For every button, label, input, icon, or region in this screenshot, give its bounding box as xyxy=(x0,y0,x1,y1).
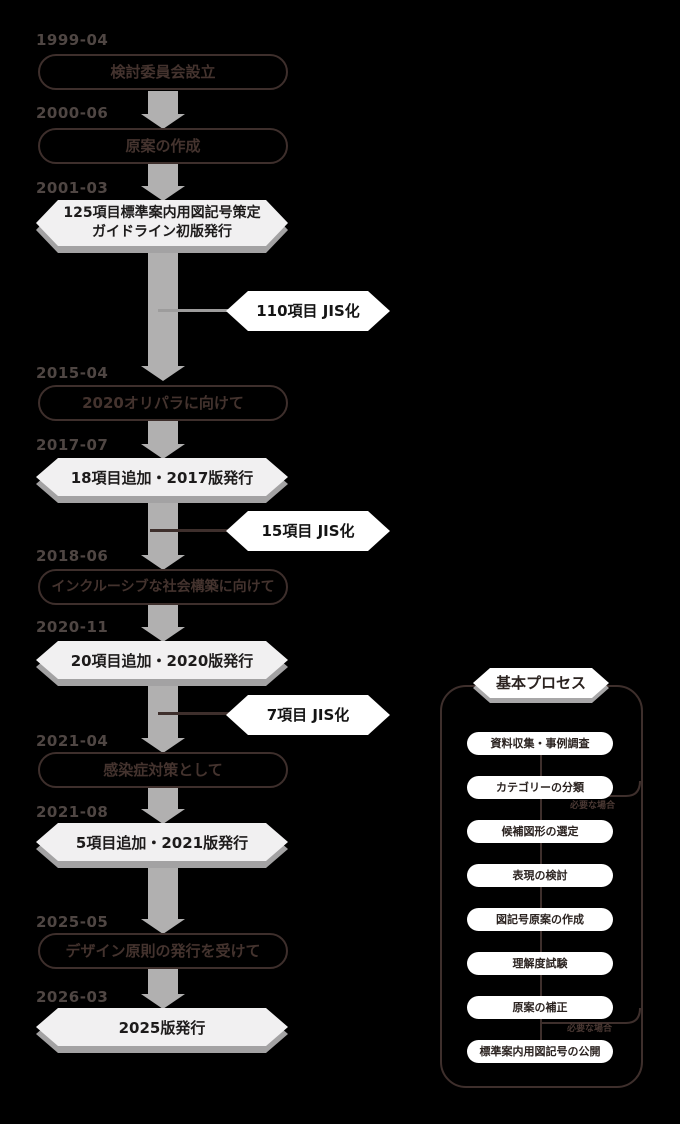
date-label: 2021-04 xyxy=(36,732,109,750)
flow-arrow xyxy=(141,421,185,459)
process-step: 理解度試験 xyxy=(467,952,613,975)
milestone-line: 5項目追加・2021版発行 xyxy=(75,833,249,852)
jis-branch-box: 110項目 JIS化 xyxy=(226,291,390,331)
flow-arrow xyxy=(141,500,185,570)
phase-box: 感染症対策として xyxy=(38,752,288,788)
milestone-box: 20項目追加・2020版発行 xyxy=(36,641,288,679)
milestone-line: 125項目標準案内用図記号策定 xyxy=(63,205,261,221)
date-label: 2000-06 xyxy=(36,104,109,122)
date-label: 2017-07 xyxy=(36,436,109,454)
process-step: カテゴリーの分類 xyxy=(467,776,613,799)
phase-box: 原案の作成 xyxy=(38,128,288,164)
loop-label: 必要な場合 xyxy=(570,801,616,811)
date-label: 2001-03 xyxy=(36,179,109,197)
process-step: 図記号原案の作成 xyxy=(467,908,613,931)
flow-arrow xyxy=(141,788,185,824)
flow-arrow xyxy=(141,605,185,642)
milestone-line: 18項目追加・2017版発行 xyxy=(70,468,254,487)
date-label: 2025-05 xyxy=(36,913,109,931)
step-connector-line xyxy=(540,740,542,1052)
jis-branch-box: 7項目 JIS化 xyxy=(226,695,390,735)
process-step: 標準案内用図記号の公開 xyxy=(467,1040,613,1063)
branch-connector xyxy=(158,712,230,715)
milestone-line: 20項目追加・2020版発行 xyxy=(70,651,254,670)
branch-connector xyxy=(150,529,230,532)
phase-box: インクルーシブな社会構築に向けて xyxy=(38,569,288,605)
phase-box: 2020オリパラに向けて xyxy=(38,385,288,421)
flow-arrow xyxy=(141,91,185,129)
date-label: 2026-03 xyxy=(36,988,109,1006)
process-step: 資料収集・事例調査 xyxy=(467,732,613,755)
date-label: 2020-11 xyxy=(36,618,109,636)
phase-box: 検討委員会設立 xyxy=(38,54,288,90)
date-label: 1999-04 xyxy=(36,31,109,49)
date-label: 2015-04 xyxy=(36,364,109,382)
branch-connector xyxy=(158,309,230,312)
milestone-box: 125項目標準案内用図記号策定 ガイドライン初版発行 xyxy=(36,200,288,246)
milestone-line: 2025版発行 xyxy=(118,1018,206,1037)
milestone-line: ガイドライン初版発行 xyxy=(92,224,232,240)
flow-arrow xyxy=(141,969,185,1009)
process-title-label: 基本プロセス xyxy=(495,674,586,692)
date-label: 2018-06 xyxy=(36,547,109,565)
phase-box: デザイン原則の発行を受けて xyxy=(38,933,288,969)
jis-branch-box: 15項目 JIS化 xyxy=(226,511,390,551)
flow-arrow xyxy=(141,246,185,381)
milestone-box: 5項目追加・2021版発行 xyxy=(36,823,288,861)
process-step: 原案の補正 xyxy=(467,996,613,1019)
flow-arrow xyxy=(141,684,185,753)
milestone-box: 18項目追加・2017版発行 xyxy=(36,458,288,496)
process-title: 基本プロセス xyxy=(473,668,609,698)
milestone-box: 2025版発行 xyxy=(36,1008,288,1046)
loop-label: 必要な場合 xyxy=(567,1024,613,1034)
process-step: 候補図形の選定 xyxy=(467,820,613,843)
loop-connector-line xyxy=(540,780,641,1024)
process-step: 表現の検討 xyxy=(467,864,613,887)
flow-arrow xyxy=(141,866,185,934)
flow-arrow xyxy=(141,164,185,201)
date-label: 2021-08 xyxy=(36,803,109,821)
